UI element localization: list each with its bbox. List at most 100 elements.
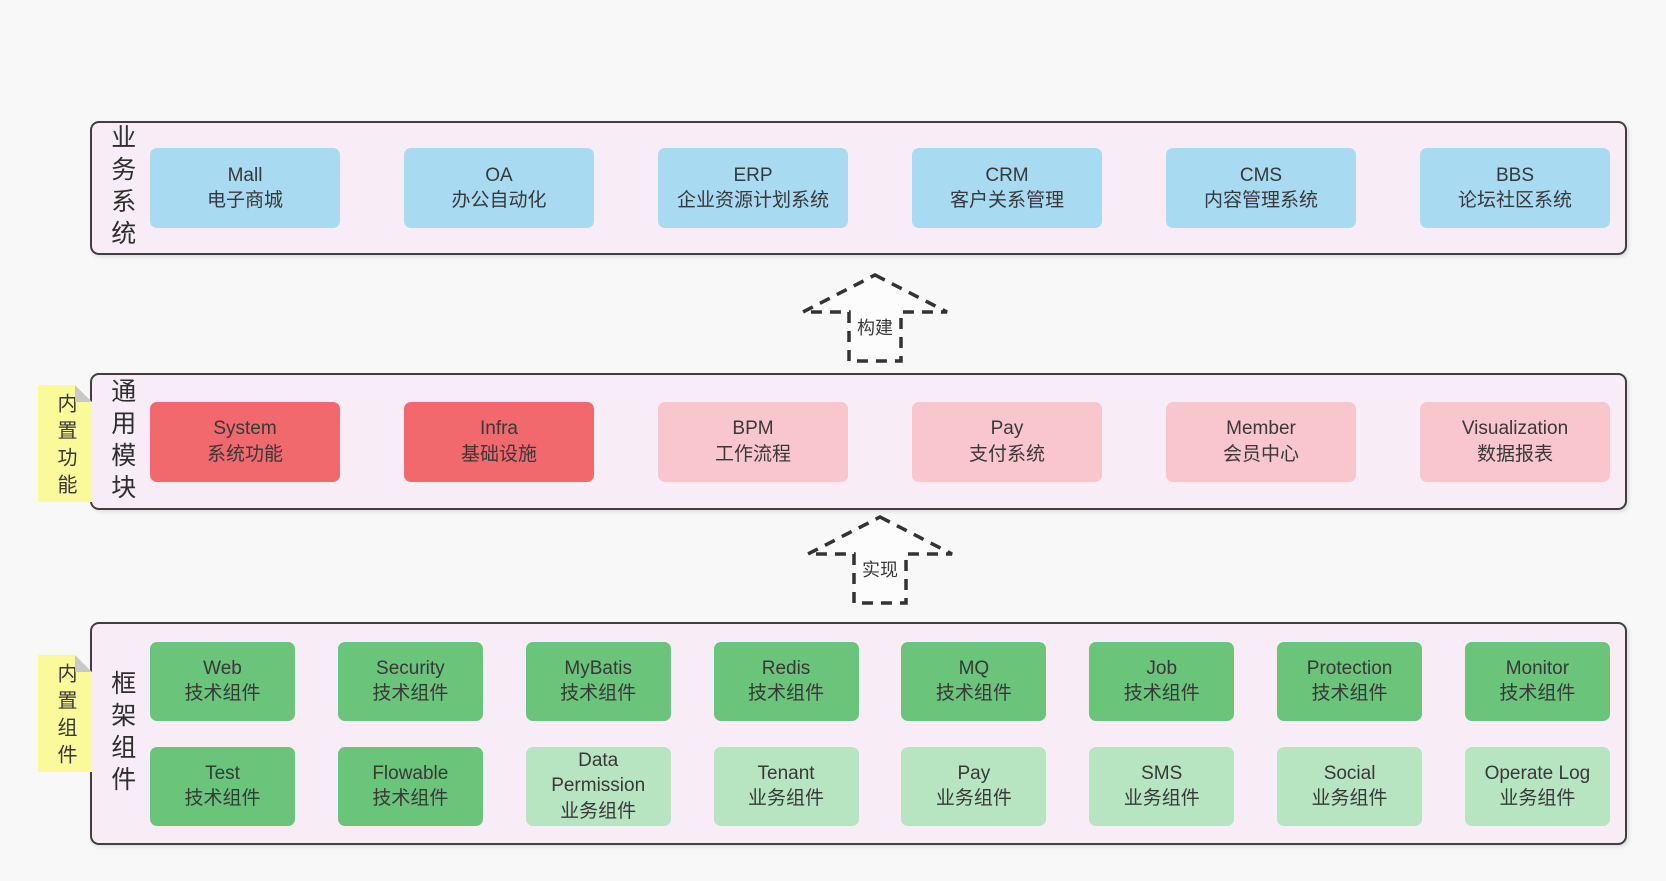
band-label-text: 框架组件: [107, 669, 136, 798]
sticky-note-built-in-components: 内置组件: [38, 655, 92, 772]
module-subtitle: 技术组件: [560, 683, 637, 704]
module-box-job: Job 技术组件: [1089, 641, 1235, 721]
module-box-mall: Mall 电子商城: [150, 148, 340, 228]
module-subtitle: 企业资源计划系统: [676, 190, 829, 211]
module-box-test: Test 技术组件: [150, 746, 295, 826]
band-common-modules: 通用模块 System 系统功能 Infra 基础设施 BPM 工作流程 Pay 支付系统 Me…: [90, 373, 1627, 510]
module-box-infra: Infra 基础设施: [404, 401, 594, 482]
module-subtitle: 业务组件: [560, 800, 637, 822]
module-box-mq: MQ 技术组件: [901, 641, 1047, 721]
arrow-build: 构建: [800, 272, 950, 364]
module-name: BBS: [1495, 164, 1535, 186]
module-box-redis: Redis 技术组件: [713, 641, 859, 721]
module-box-cms: CMS 内容管理系统: [1166, 148, 1356, 228]
module-name: Pay: [990, 418, 1024, 440]
band-label-common-modules: 通用模块: [92, 378, 150, 506]
module-subtitle: 技术组件: [184, 788, 261, 809]
arrow-build-label: 构建: [853, 314, 897, 340]
component-row: System 系统功能 Infra 基础设施 BPM 工作流程 Pay 支付系统 Member 会…: [150, 401, 1610, 482]
module-name: Infra: [479, 418, 519, 440]
module-subtitle: 基础设施: [460, 443, 537, 465]
module-subtitle: 技术组件: [1311, 683, 1388, 704]
module-subtitle: 业务组件: [1499, 788, 1576, 809]
module-subtitle: 技术组件: [748, 683, 825, 704]
module-name: Web: [203, 657, 242, 679]
module-name: BPM: [732, 418, 774, 440]
module-name: System: [213, 418, 277, 440]
module-subtitle: 业务组件: [1311, 788, 1388, 809]
module-name: Visualization: [1461, 418, 1569, 440]
module-box-bpm: BPM 工作流程: [658, 401, 848, 482]
component-row: Mall 电子商城 OA 办公自动化 ERP 企业资源计划系统 CRM 客户关系管理 CMS 内容…: [150, 148, 1610, 228]
module-box-social: Social 业务组件: [1277, 746, 1423, 826]
module-name: ERP: [733, 164, 773, 186]
band-boxes-common-modules: System 系统功能 Infra 基础设施 BPM 工作流程 Pay 支付系统 Member 会…: [150, 401, 1625, 482]
module-box-member: Member 会员中心: [1166, 401, 1356, 482]
module-subtitle: 业务组件: [748, 788, 825, 809]
module-name: Member: [1226, 418, 1296, 440]
band-label-text: 通用模块: [107, 377, 136, 506]
module-name: SMS: [1141, 762, 1183, 784]
arrow-implement: 实现: [805, 514, 955, 606]
module-subtitle: 会员中心: [1222, 443, 1299, 465]
sticky-note-text: 内置功能: [54, 393, 76, 501]
module-box-tenant: Tenant 业务组件: [713, 746, 859, 826]
module-name: Operate Log: [1484, 762, 1591, 784]
module-subtitle: 系统功能: [206, 443, 283, 465]
module-name: Monitor: [1505, 657, 1570, 679]
band-label-business-systems: 业务系统: [92, 124, 150, 252]
module-subtitle: 客户关系管理: [949, 190, 1064, 211]
sticky-note-built-in-features: 内置功能: [38, 385, 92, 502]
module-box-visualization: Visualization 数据报表: [1420, 401, 1610, 482]
module-name: Job: [1146, 657, 1178, 679]
module-name: CMS: [1239, 164, 1283, 186]
module-box-operate-log: Operate Log 业务组件: [1464, 746, 1610, 826]
module-name: Mall: [227, 164, 263, 186]
module-subtitle: 电子商城: [206, 190, 283, 211]
module-box-system: System 系统功能: [150, 401, 340, 482]
module-box-protection: Protection 技术组件: [1277, 641, 1423, 721]
module-subtitle: 数据报表: [1476, 443, 1553, 465]
module-subtitle: 技术组件: [372, 788, 449, 809]
module-name: Redis: [761, 657, 811, 679]
arrow-implement-label: 实现: [858, 556, 902, 582]
module-name: OA: [485, 164, 513, 186]
module-name: Test: [205, 762, 240, 784]
module-name: Pay: [957, 762, 991, 784]
module-subtitle: 技术组件: [1499, 683, 1576, 704]
module-name: CRM: [985, 164, 1029, 186]
module-subtitle: 工作流程: [714, 443, 791, 465]
sticky-note-text: 内置组件: [54, 663, 76, 771]
module-subtitle: 支付系统: [968, 443, 1045, 465]
module-name: Flowable: [372, 762, 449, 784]
module-name: MQ: [958, 657, 990, 679]
module-subtitle: 技术组件: [935, 683, 1012, 704]
module-subtitle: 内容管理系统: [1203, 190, 1318, 211]
module-box-pay: Pay 支付系统: [912, 401, 1102, 482]
module-name: Protection: [1306, 657, 1393, 679]
module-subtitle: 技术组件: [1123, 683, 1200, 704]
band-boxes-business-systems: Mall 电子商城 OA 办公自动化 ERP 企业资源计划系统 CRM 客户关系管理 CMS 内容…: [150, 148, 1625, 228]
module-subtitle: 办公自动化: [451, 190, 547, 211]
module-subtitle: 技术组件: [372, 683, 449, 704]
module-name: Tenant: [757, 762, 815, 784]
module-box-erp: ERP 企业资源计划系统: [658, 148, 848, 228]
module-box-mybatis: MyBatis 技术组件: [525, 641, 671, 721]
band-label-framework-components: 框架组件: [92, 670, 150, 798]
module-box-oa: OA 办公自动化: [404, 148, 594, 228]
module-name: Social: [1323, 762, 1376, 784]
band-business-systems: 业务系统 Mall 电子商城 OA 办公自动化 ERP 企业资源计划系统 CRM 客户关系管理…: [90, 121, 1627, 255]
module-subtitle: 业务组件: [1123, 788, 1200, 809]
module-box-sms: SMS 业务组件: [1089, 746, 1235, 826]
module-name: MyBatis: [564, 657, 632, 679]
module-box-monitor: Monitor 技术组件: [1464, 641, 1610, 721]
